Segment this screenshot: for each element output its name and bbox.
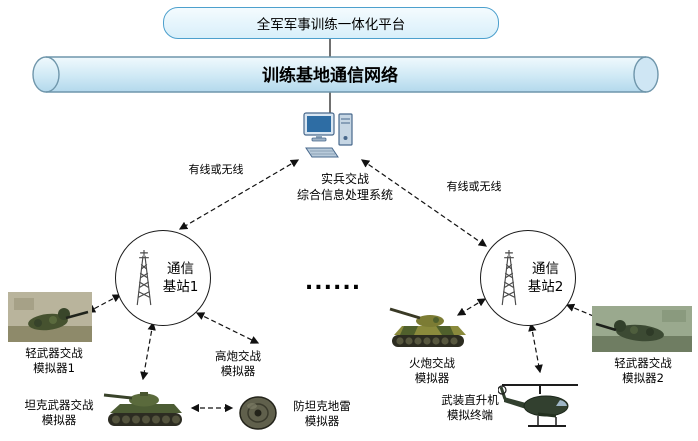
link-computer-station2: [360, 159, 488, 247]
processing-system-icon: [302, 112, 356, 162]
light-weapon-simulator-1-image: [8, 292, 92, 342]
light-weapon-simulator-2-image: [592, 306, 692, 352]
mine-icon: [239, 396, 277, 430]
tank-weapon-simulator-image: [102, 383, 188, 431]
link-label-left: 有线或无线: [188, 163, 244, 176]
network-pipe: [32, 56, 659, 93]
attack-helicopter-icon: [497, 384, 578, 427]
tank-icon: [103, 392, 182, 426]
platform-box: 全军军事训练一体化平台: [163, 7, 499, 39]
light-weapon-simulator-2-label: 轻武器交战 模拟器2: [614, 356, 672, 385]
helicopter-terminal-label: 武装直升机 模拟终端: [441, 393, 499, 422]
antitank-mine-simulator-image: [236, 393, 280, 433]
antenna-tower-icon: [501, 249, 517, 306]
dashed-links: [86, 159, 612, 413]
aa-gun-simulator-label: 高炮交战 模拟器: [215, 349, 261, 378]
link-station1-aagun: [195, 312, 260, 344]
soldier-photo-icon: [8, 292, 92, 342]
base-station-1-label: 通信 基站1: [162, 260, 199, 295]
link-station1-soldier1: [86, 294, 122, 313]
artillery-tank-icon: [389, 307, 466, 347]
tank-weapon-simulator-label: 坦克武器交战 模拟器: [24, 398, 94, 427]
helicopter-terminal-image: [497, 376, 582, 438]
antitank-mine-simulator-label: 防坦克地雷 模拟器: [293, 399, 351, 428]
link-station2-artillery: [456, 298, 487, 316]
artillery-simulator-image: [384, 306, 472, 352]
link-computer-station1: [178, 159, 300, 230]
processing-system-label: 实兵交战 综合信息处理系统: [296, 172, 393, 202]
link-label-right: 有线或无线: [446, 180, 502, 193]
artillery-simulator-label: 火炮交战 模拟器: [409, 356, 455, 385]
link-station2-helicopter: [528, 322, 543, 374]
base-station-2-label: 通信 基站2: [527, 260, 564, 295]
network-pipe-label: 训练基地通信网络: [262, 66, 398, 86]
ellipsis: ......: [304, 270, 362, 295]
antenna-tower-icon: [136, 249, 152, 306]
soldier-photo-icon: [592, 306, 692, 352]
link-station1-tank: [140, 321, 156, 381]
base-station-1: 通信 基站1: [115, 230, 211, 326]
computer-workstation-icon: [303, 112, 353, 158]
base-station-2: 通信 基站2: [480, 230, 576, 326]
platform-label: 全军军事训练一体化平台: [256, 17, 406, 33]
light-weapon-simulator-1-label: 轻武器交战 模拟器1: [25, 346, 83, 375]
